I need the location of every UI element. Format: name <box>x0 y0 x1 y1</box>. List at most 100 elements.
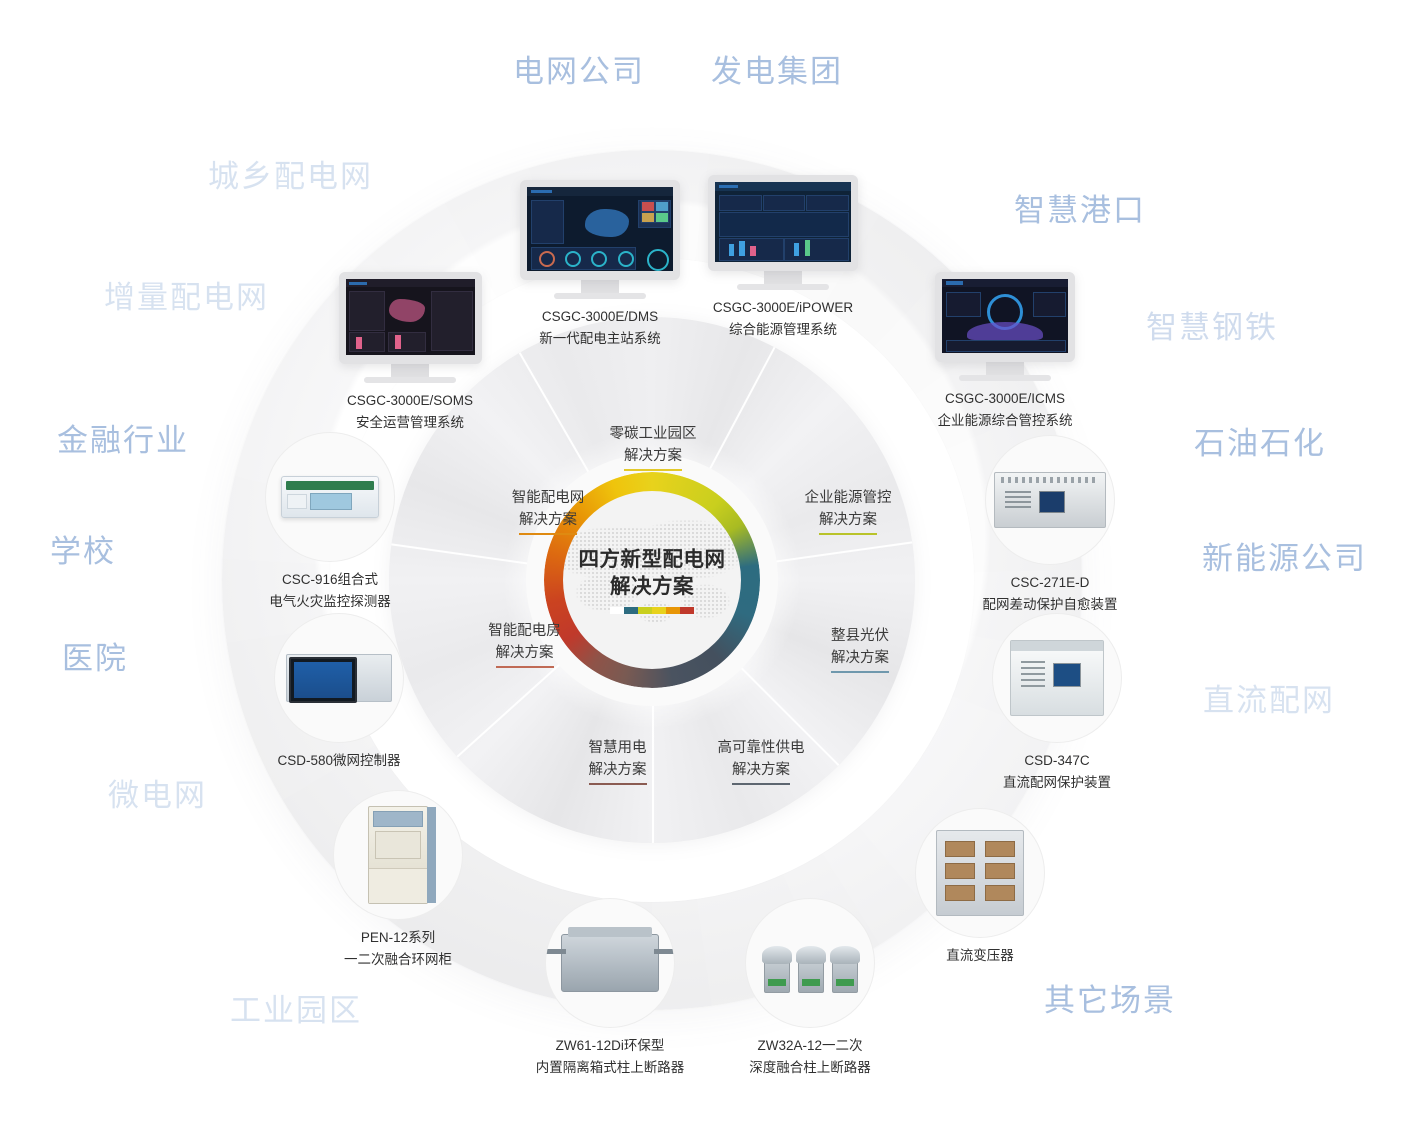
wheel-label-line2: 解决方案 <box>588 759 647 785</box>
wheel-label-whole-county-pv[interactable]: 整县光伏 解决方案 <box>805 625 915 673</box>
wheel-label-line2: 解决方案 <box>831 647 889 673</box>
wheel-label-line2: 解决方案 <box>624 445 682 471</box>
monitor-icon <box>520 180 680 299</box>
product-model-zw61-12di: ZW61-12Di环保型 <box>555 1038 665 1053</box>
product-desc-csc-271e-d: 配网差动保护自愈装置 <box>982 597 1118 613</box>
product-image-csgc-3000e-soms <box>310 272 510 383</box>
center-title-line2: 解决方案 <box>610 575 694 598</box>
fire-monitor-device-icon <box>281 476 379 518</box>
scene-label-other-scenarios: 其它场景 <box>1044 983 1176 1018</box>
monitor-screen <box>338 272 482 364</box>
center-title-line1: 四方新型配电网 <box>578 547 726 571</box>
wheel-label-line1: 零碳工业园区 <box>609 426 697 442</box>
product-model-csgc-3000e-soms: CSGC-3000E/SOMS <box>346 393 474 408</box>
monitor-icon <box>708 175 858 290</box>
wheel-label-line1: 智能配电房 <box>488 623 561 639</box>
wheel-label-enterprise-energy-control[interactable]: 企业能源管控 解决方案 <box>783 487 913 535</box>
product-desc-csgc-3000e-dms: 新一代配电主站系统 <box>539 331 661 347</box>
world-map-dots-icon <box>563 491 741 669</box>
product-model-csgc-3000e-ipower: CSGC-3000E/iPOWER <box>712 300 854 315</box>
wheel-label-line2: 解决方案 <box>495 642 554 668</box>
monitor-screen <box>935 272 1075 362</box>
accent-bar <box>638 607 652 615</box>
accent-bar <box>624 607 638 615</box>
product-node-dc-transformer[interactable]: 直流变压器 <box>890 808 1070 966</box>
product-model-csc-271e-d: CSC-271E-D <box>1010 575 1090 590</box>
product-image-zw61-12di <box>545 898 675 1028</box>
product-model-csd-580: CSD-580微网控制器 <box>277 753 401 768</box>
scene-label-petro-chemical: 石油石化 <box>1194 426 1326 461</box>
product-node-csd-580[interactable]: CSD-580微网控制器 <box>244 613 434 771</box>
monitor-icon <box>338 272 482 383</box>
product-image-dc-transformer <box>915 808 1045 938</box>
wheel-label-smart-distribution-room[interactable]: 智能配电房 解决方案 <box>462 620 587 668</box>
dashboard-ipower <box>715 182 851 262</box>
product-node-csd-347c[interactable]: CSD-347C 直流配网保护装置 <box>967 613 1147 794</box>
product-image-zw32a-12 <box>745 898 875 1028</box>
scene-label-finance-industry: 金融行业 <box>57 423 189 458</box>
wheel-label-line1: 智能配电网 <box>511 490 585 506</box>
wheel-label-smart-distribution-network[interactable]: 智能配电网 解决方案 <box>483 487 613 535</box>
product-model-csgc-3000e-icms: CSGC-3000E/ICMS <box>944 391 1066 406</box>
wheel-label-line2: 解决方案 <box>732 759 790 785</box>
product-desc-csd-347c: 直流配网保护装置 <box>1003 775 1111 791</box>
wheel-label-high-reliability-power[interactable]: 高可靠性供电 解决方案 <box>696 737 826 785</box>
scene-label-school: 学校 <box>50 534 116 569</box>
center-accent-bars <box>610 607 694 615</box>
wheel-label-zero-carbon-park[interactable]: 零碳工业园区 解决方案 <box>588 423 718 471</box>
dashboard-icms <box>942 279 1068 353</box>
scene-label-incremental-grid: 增量配电网 <box>104 280 269 315</box>
wheel-divider <box>652 580 654 843</box>
ring-main-unit-icon <box>368 806 436 904</box>
wheel-label-line2: 解决方案 <box>819 509 877 535</box>
scene-label-dc-distribution: 直流配网 <box>1203 683 1335 718</box>
wheel-label-line1: 企业能源管控 <box>804 490 892 506</box>
product-image-csd-580 <box>274 613 404 743</box>
scene-label-urban-rural-grid: 城乡配电网 <box>208 159 373 194</box>
scene-label-smart-steel: 智慧钢铁 <box>1146 310 1278 345</box>
product-node-csgc-3000e-dms[interactable]: CSGC-3000E/DMS 新一代配电主站系统 <box>500 180 700 350</box>
product-desc-pen-12: 一二次融合环网柜 <box>344 952 452 968</box>
product-model-csd-347c: CSD-347C <box>1024 753 1090 768</box>
scene-label-industrial-park: 工业园区 <box>230 993 362 1028</box>
scene-label-hospital: 医院 <box>62 641 128 676</box>
product-image-csgc-3000e-icms <box>900 272 1110 381</box>
product-node-csc-916[interactable]: CSC-916组合式 电气火灾监控探测器 <box>235 432 425 613</box>
solution-wheel: 四方新型配电网 解决方案 <box>389 317 915 843</box>
product-desc-csgc-3000e-icms: 企业能源综合管控系统 <box>937 413 1073 429</box>
product-image-csd-347c <box>992 613 1122 743</box>
microgrid-controller-icon <box>286 654 392 703</box>
product-node-csc-271e-d[interactable]: CSC-271E-D 配网差动保护自愈装置 <box>950 435 1150 616</box>
product-node-csgc-3000e-soms[interactable]: CSGC-3000E/SOMS 安全运营管理系统 <box>310 272 510 434</box>
product-model-pen-12: PEN-12系列 <box>360 930 436 945</box>
product-node-csgc-3000e-icms[interactable]: CSGC-3000E/ICMS 企业能源综合管控系统 <box>900 272 1110 432</box>
scene-label-microgrid: 微电网 <box>108 778 207 813</box>
product-image-csc-271e-d <box>985 435 1115 565</box>
wheel-label-line1: 高可靠性供电 <box>717 740 805 756</box>
product-model-zw32a-12: ZW32A-12一二次 <box>757 1038 863 1053</box>
pole-circuit-breaker-icon <box>546 927 674 992</box>
product-desc-csgc-3000e-ipower: 综合能源管理系统 <box>729 322 837 338</box>
differential-protection-device-icon <box>994 472 1106 528</box>
accent-bar <box>652 607 666 615</box>
product-node-zw32a-12[interactable]: ZW32A-12一二次 深度融合柱上断路器 <box>710 898 910 1079</box>
dashboard-dms <box>527 187 673 271</box>
product-desc-zw32a-12: 深度融合柱上断路器 <box>749 1060 871 1076</box>
accent-bar <box>610 607 624 615</box>
wheel-label-line1: 智慧用电 <box>588 740 647 756</box>
product-node-zw61-12di[interactable]: ZW61-12Di环保型 内置隔离箱式柱上断路器 <box>510 898 710 1079</box>
scene-label-new-energy-company: 新能源公司 <box>1202 541 1367 576</box>
product-image-csgc-3000e-dms <box>500 180 700 299</box>
product-model-dc-transformer: 直流变压器 <box>946 948 1014 963</box>
product-desc-csgc-3000e-soms: 安全运营管理系统 <box>356 415 464 431</box>
monitor-screen <box>708 175 858 271</box>
product-image-csgc-3000e-ipower <box>683 175 883 290</box>
dc-transformer-icon <box>936 830 1024 916</box>
wheel-label-smart-electricity-use[interactable]: 智慧用电 解决方案 <box>555 737 680 785</box>
product-model-csgc-3000e-dms: CSGC-3000E/DMS <box>541 309 659 324</box>
product-node-csgc-3000e-ipower[interactable]: CSGC-3000E/iPOWER 综合能源管理系统 <box>683 175 883 341</box>
accent-bar <box>680 607 694 615</box>
product-node-pen-12[interactable]: PEN-12系列 一二次融合环网柜 <box>303 790 493 971</box>
dashboard-soms <box>345 279 475 355</box>
